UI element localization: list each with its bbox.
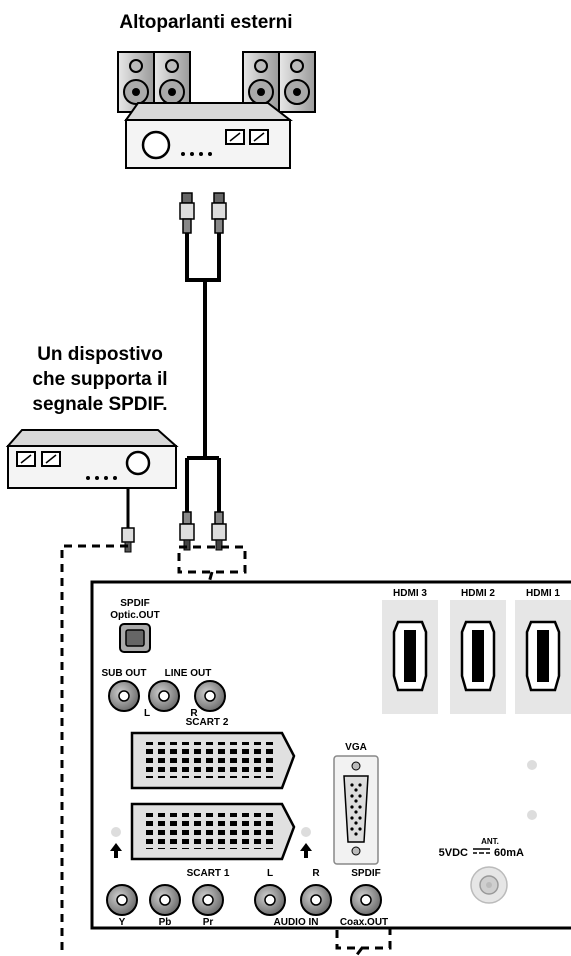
vga-label: VGA bbox=[345, 742, 367, 753]
pr-port[interactable] bbox=[192, 884, 224, 916]
vga-port[interactable] bbox=[333, 755, 379, 865]
y-label: Y bbox=[119, 917, 126, 928]
rca-plug-top-right-icon bbox=[211, 192, 227, 234]
up-arrow-right-icon bbox=[300, 827, 312, 858]
device-caption-line-3: segnale SPDIF. bbox=[32, 394, 167, 415]
audio-in-l-port[interactable] bbox=[254, 884, 286, 916]
audio-in-r-port[interactable] bbox=[300, 884, 332, 916]
spdif-device-icon bbox=[5, 429, 179, 489]
coax-out-label: Coax.OUT bbox=[340, 917, 388, 928]
audio-cable bbox=[185, 233, 221, 512]
pr-label: Pr bbox=[203, 917, 214, 928]
sub-out-label: SUB OUT bbox=[102, 668, 147, 679]
rca-plug-top-left-icon bbox=[179, 192, 195, 234]
antenna-label: ANT. bbox=[481, 837, 499, 846]
hdmi2-port[interactable] bbox=[460, 620, 496, 692]
line-out-r-label: R bbox=[190, 708, 198, 719]
antenna-current-label: 60mA bbox=[494, 847, 524, 859]
scart1-label: SCART 1 bbox=[187, 868, 230, 879]
device-caption-line-1: Un dispostivo bbox=[37, 344, 163, 365]
line-out-l-label: L bbox=[144, 708, 150, 719]
dc-symbol-icon bbox=[473, 848, 490, 854]
sub-out-port[interactable] bbox=[108, 680, 140, 712]
audio-in-r-top-label: R bbox=[312, 868, 320, 879]
line-out-r-port[interactable] bbox=[194, 680, 226, 712]
spdif-optic-label-1: SPDIF bbox=[120, 598, 149, 609]
hdmi3-port[interactable] bbox=[392, 620, 428, 692]
scart1-port[interactable] bbox=[130, 802, 296, 861]
hdmi1-port[interactable] bbox=[525, 620, 561, 692]
spdif-coax-label: SPDIF bbox=[351, 868, 380, 879]
indicator-dot bbox=[527, 810, 537, 820]
scart2-port[interactable] bbox=[130, 731, 296, 790]
rca-plug-bottom-left-icon bbox=[179, 511, 195, 551]
audio-in-l-top-label: L bbox=[267, 868, 273, 879]
pb-label: Pb bbox=[159, 917, 172, 928]
title: Altoparlanti esterni bbox=[119, 12, 292, 33]
antenna-port[interactable] bbox=[470, 866, 508, 904]
hdmi3-label: HDMI 3 bbox=[393, 588, 427, 599]
y-port[interactable] bbox=[106, 884, 138, 916]
hdmi2-label: HDMI 2 bbox=[461, 588, 495, 599]
pb-port[interactable] bbox=[149, 884, 181, 916]
indicator-dot bbox=[527, 760, 537, 770]
hdmi1-label: HDMI 1 bbox=[526, 588, 560, 599]
spdif-optic-label-2: Optic.OUT bbox=[110, 610, 159, 621]
coax-plug-icon bbox=[121, 527, 135, 553]
rca-plug-bottom-right-icon bbox=[211, 511, 227, 551]
amplifier-icon bbox=[124, 102, 293, 169]
scart2-label: SCART 2 bbox=[186, 717, 229, 728]
spdif-coax-port[interactable] bbox=[350, 884, 382, 916]
audio-in-label: AUDIO IN bbox=[274, 917, 319, 928]
line-out-label: LINE OUT bbox=[165, 668, 212, 679]
dashed-guide-lines bbox=[60, 544, 392, 956]
antenna-voltage-label: 5VDC bbox=[439, 847, 468, 859]
spdif-optical-port[interactable] bbox=[119, 623, 151, 653]
line-out-l-port[interactable] bbox=[148, 680, 180, 712]
device-caption-line-2: che supporta il bbox=[32, 369, 167, 390]
up-arrow-left-icon bbox=[110, 827, 122, 858]
